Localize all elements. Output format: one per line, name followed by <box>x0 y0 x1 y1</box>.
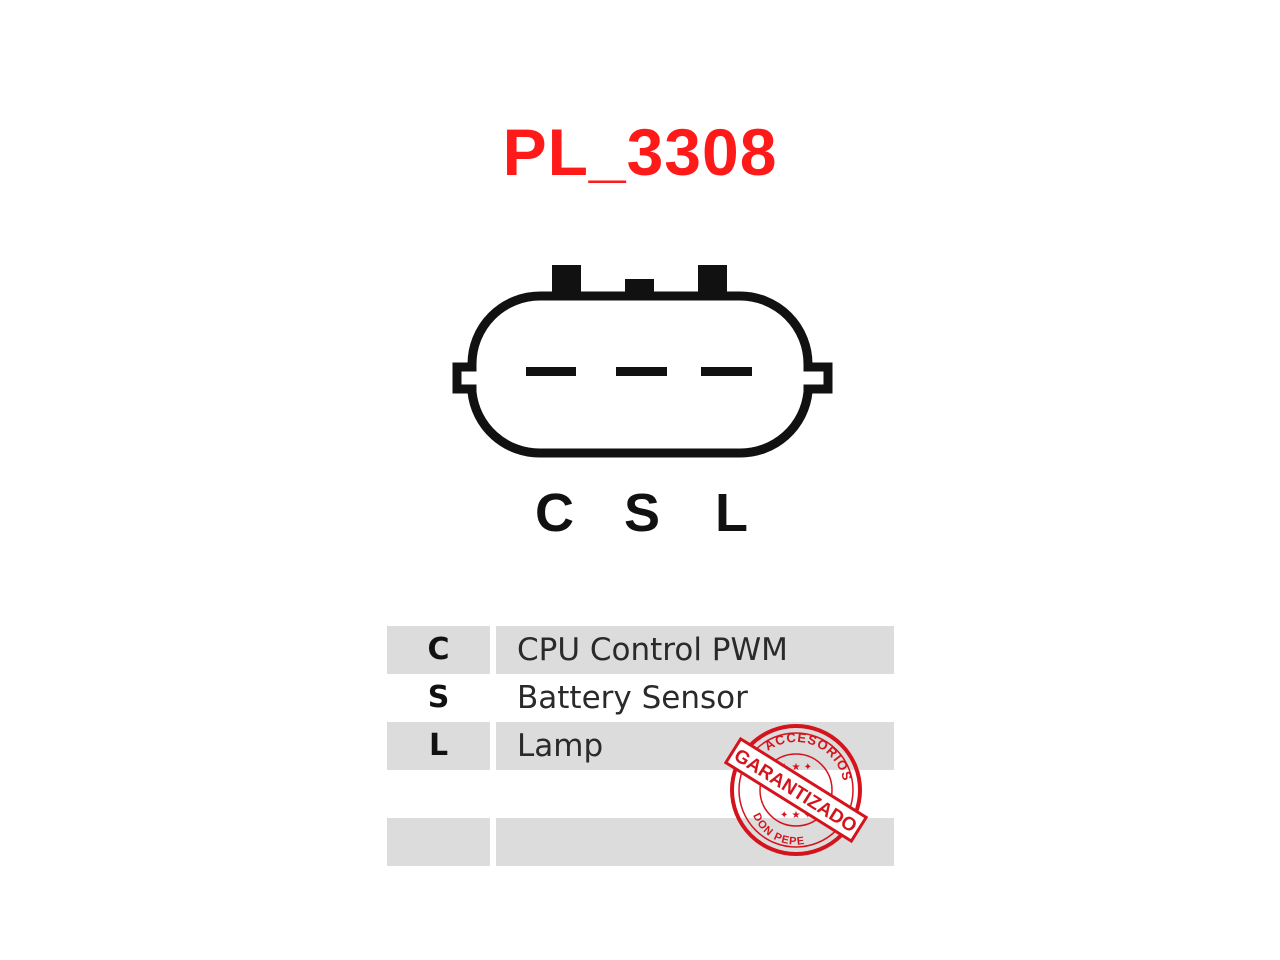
table-row: S Battery Sensor <box>387 674 894 722</box>
pin-key: C <box>387 626 490 674</box>
pin-key: L <box>387 722 490 770</box>
table-row: L Lamp <box>387 722 894 770</box>
pin-function: CPU Control PWM <box>496 626 894 674</box>
connector-plug-icon <box>452 265 833 458</box>
pin-function-text: Lamp <box>517 728 604 764</box>
pin-label-s: S <box>624 483 661 543</box>
pin-function-text <box>496 776 517 812</box>
table-row: C CPU Control PWM <box>387 626 894 674</box>
svg-text:✦ ★ ✦: ✦ ★ ✦ <box>780 810 812 821</box>
svg-text:✦ ★ ✦: ✦ ★ ✦ <box>780 762 812 773</box>
pin-function-text: CPU Control PWM <box>517 632 788 668</box>
pin-key <box>387 818 490 866</box>
pin-label-l: L <box>715 483 748 543</box>
pin-key: S <box>427 680 450 715</box>
guarantee-stamp-icon: ACCESORIOS DON PEPE ✦ ★ ✦ ✦ ★ ✦ GARANTIZ… <box>723 724 869 856</box>
pin-function-text: Battery Sensor <box>517 680 748 716</box>
pin-labels: C S L <box>0 478 1280 548</box>
pin-function: Battery Sensor <box>496 674 894 722</box>
pin-key <box>387 770 490 818</box>
pin-function-text <box>496 824 517 860</box>
part-number-title: PL_3308 <box>502 115 778 189</box>
pin-label-c: C <box>535 483 574 543</box>
pin-function: Lamp <box>496 722 894 770</box>
